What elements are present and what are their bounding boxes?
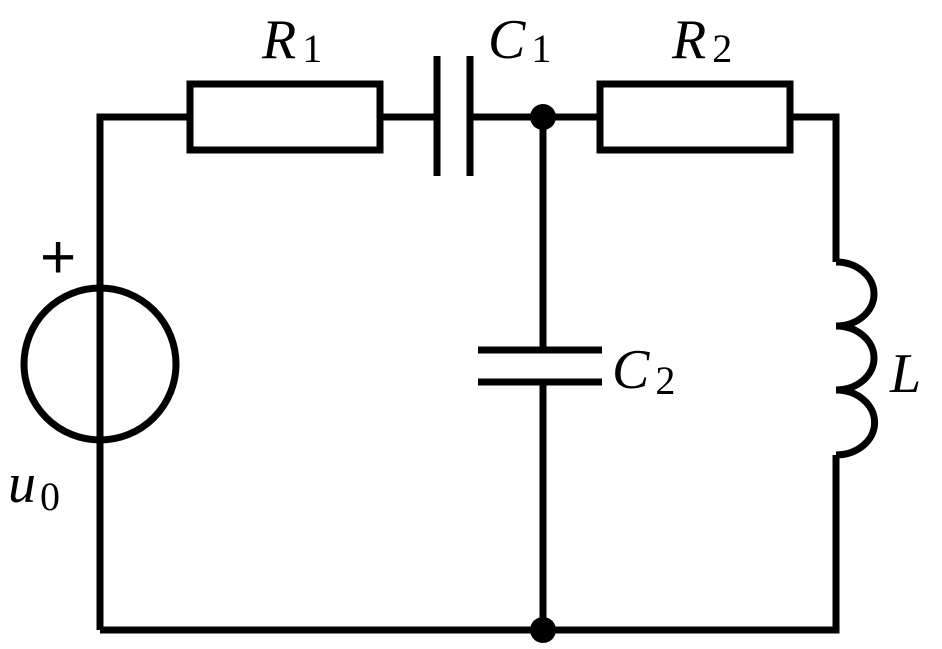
label-l: L bbox=[889, 343, 921, 405]
label-c2-subscript: 2 bbox=[655, 358, 675, 403]
junction-dot-top bbox=[530, 104, 556, 130]
resistor-r2 bbox=[596, 80, 794, 154]
label-r2-subscript: 2 bbox=[712, 26, 732, 71]
label-c1-subscript: 1 bbox=[531, 26, 551, 71]
wire-inductor-bottom bbox=[100, 455, 840, 634]
label-u0-symbol: u bbox=[8, 453, 36, 515]
wire-left-top bbox=[96, 113, 190, 630]
label-c1-symbol: C bbox=[488, 9, 526, 71]
plus-polarity-sign: + bbox=[40, 223, 76, 292]
junction-dot-bottom bbox=[530, 617, 556, 643]
label-r2-symbol: R bbox=[671, 9, 706, 71]
label-c2-symbol: C bbox=[612, 339, 650, 401]
label-l-symbol: L bbox=[889, 343, 921, 405]
inductor-l-coil bbox=[835, 258, 879, 459]
label-r1-symbol: R bbox=[261, 9, 296, 71]
voltage-source-circle bbox=[20, 284, 180, 444]
label-r1-subscript: 1 bbox=[302, 26, 322, 71]
label-u0-subscript: 0 bbox=[40, 474, 60, 519]
resistor-r1 bbox=[186, 80, 384, 154]
wire-r2-right bbox=[790, 113, 840, 262]
